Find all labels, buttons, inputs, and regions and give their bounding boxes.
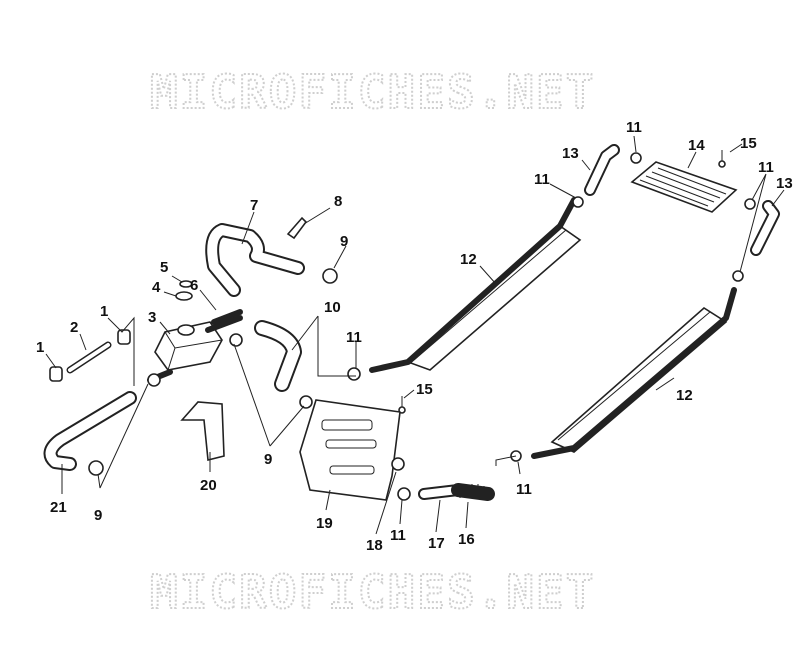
- leader-lines: [45, 135, 785, 535]
- callout-7: 7: [250, 197, 258, 214]
- callout-4: 4: [152, 279, 161, 296]
- part-18-ring: [391, 457, 405, 471]
- callout-14: 14: [688, 137, 705, 154]
- part-13-hose-left: [584, 144, 620, 196]
- callout-17: 17: [428, 535, 445, 552]
- callout-5: 5: [160, 259, 168, 276]
- part-12-rail-lower: [531, 287, 737, 459]
- part-15-screw: [398, 150, 726, 414]
- part-7-hose: [205, 223, 305, 297]
- callout-15-middle: 15: [416, 381, 433, 398]
- callout-3: 3: [148, 309, 156, 326]
- watermark-top: MICROFICHES.NET: [150, 65, 595, 119]
- callout-12-lower: 12: [676, 387, 693, 404]
- callout-13-left: 13: [562, 145, 579, 162]
- callout-1-right: 1: [100, 303, 108, 320]
- part-20-bracket: [180, 401, 225, 462]
- callout-16: 16: [458, 531, 475, 548]
- part-6-hose: [211, 309, 243, 325]
- callout-18: 18: [366, 537, 383, 554]
- callout-10: 10: [324, 299, 341, 316]
- callout-21: 21: [50, 499, 67, 516]
- part-5-cap: [179, 280, 193, 288]
- callout-11-top: 11: [626, 119, 642, 136]
- callout-20: 20: [200, 477, 217, 494]
- part-21-hose: [43, 391, 137, 471]
- callout-1-left: 1: [36, 339, 44, 356]
- part-13-hose-right: [750, 200, 780, 256]
- part-1-cap-right: [117, 329, 131, 345]
- callout-11-right: 11: [758, 159, 774, 176]
- callout-11-bottom: 11: [390, 527, 406, 544]
- part-12-rail-upper: [369, 197, 582, 373]
- part-2-tube: [66, 341, 112, 374]
- part-9-clamp: [88, 268, 338, 476]
- part-8-clip: [286, 216, 308, 240]
- callout-15-top: 15: [740, 135, 757, 152]
- part-1-cap-left: [49, 366, 63, 382]
- callout-9-top: 9: [340, 233, 348, 250]
- callout-2: 2: [70, 319, 78, 336]
- callout-9-middle: 9: [264, 451, 272, 468]
- part-3-reservoir: [147, 315, 243, 383]
- part-19-cover: [299, 399, 401, 501]
- callout-13-right: 13: [776, 175, 793, 192]
- part-10-hose: [254, 320, 302, 392]
- part-14-heat-exchanger: [630, 161, 738, 213]
- callout-12-upper: 12: [460, 251, 477, 268]
- callout-19: 19: [316, 515, 333, 532]
- callout-11-lower: 11: [516, 481, 532, 498]
- callout-6: 6: [190, 277, 198, 294]
- callout-9-bottom: 9: [94, 507, 102, 524]
- callout-8: 8: [334, 193, 342, 210]
- watermark-bottom: MICROFICHES.NET: [150, 565, 595, 619]
- part-11-clamp: [347, 152, 756, 501]
- callout-11-center: 11: [346, 329, 362, 346]
- callout-11-upper-left: 11: [534, 171, 550, 188]
- part-16-bellows: [451, 483, 495, 501]
